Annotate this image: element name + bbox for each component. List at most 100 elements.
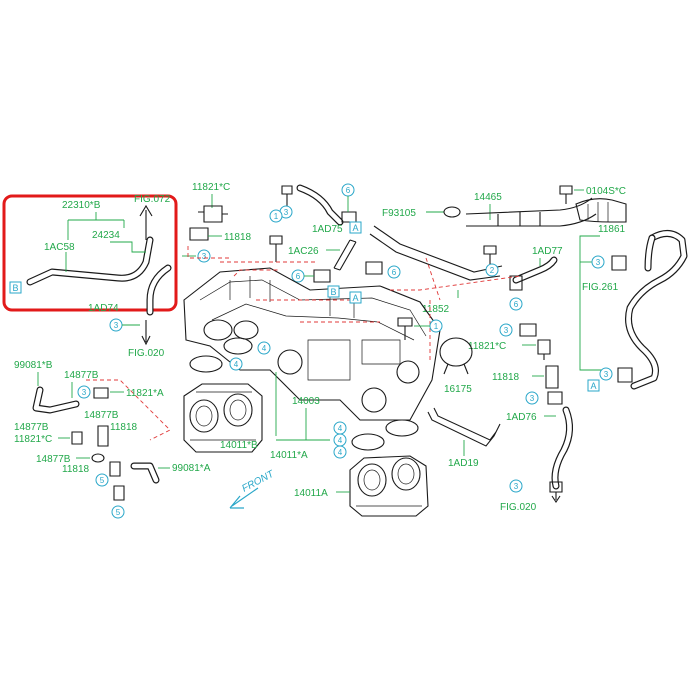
label-14011a-2: 14011A	[294, 488, 328, 499]
throttle-body-14011a[interactable]	[349, 455, 429, 517]
callout-4-b: 4	[229, 357, 243, 371]
svg-text:3: 3	[604, 370, 609, 379]
callout-1-top: 1	[429, 319, 443, 333]
callout-4-e: 4	[333, 445, 347, 459]
gasket-right-b[interactable]	[385, 419, 419, 437]
svg-text:A: A	[352, 293, 358, 303]
callout-6-right: 6	[509, 297, 523, 311]
callout-3-lowleft: 3	[77, 385, 91, 399]
hose-99081a[interactable]	[130, 462, 160, 484]
clamp-f93105[interactable]	[443, 206, 461, 218]
label-1ad76: 1AD76	[506, 412, 537, 423]
callout-3-1ad76: 3	[525, 391, 539, 405]
label-14011b: 14011*B	[220, 440, 258, 451]
label-14003: 14003	[292, 396, 320, 407]
callout-6-left: 6	[291, 269, 305, 283]
callout-4-a: 4	[257, 341, 271, 355]
svg-text:3: 3	[114, 321, 119, 330]
label-0104sc: 0104S*C	[586, 186, 626, 197]
label-11818-left: 11818	[110, 422, 138, 433]
ref-box-b-left: B	[9, 281, 22, 294]
label-1ad74: 1AD74	[88, 303, 119, 314]
hose-1ad77[interactable]	[512, 256, 558, 284]
hose-1ad76[interactable]	[551, 406, 573, 490]
gasket-left-a[interactable]	[189, 355, 223, 373]
svg-text:2: 2	[490, 266, 495, 275]
svg-text:6: 6	[296, 272, 301, 281]
fitting-11818-mid[interactable]	[545, 365, 559, 389]
svg-text:3: 3	[514, 482, 519, 491]
hose-99081b[interactable]	[32, 386, 80, 414]
label-24234: 24234	[92, 230, 120, 241]
callout-3-fig020a: 3	[109, 318, 123, 332]
callout-6-center: 6	[387, 265, 401, 279]
callout-5-b: 5	[111, 505, 125, 519]
hose-22310b[interactable]	[26, 204, 154, 286]
hose-11861[interactable]	[625, 230, 688, 390]
gasket-right-a[interactable]	[351, 433, 385, 451]
svg-text:B: B	[330, 287, 336, 297]
callout-4-d: 4	[333, 433, 347, 447]
label-11818-low: 11818	[62, 464, 90, 475]
label-14877b-1: 14877B	[64, 370, 99, 381]
hose-1ad75[interactable]	[296, 184, 344, 226]
bolt-callout-1-top[interactable]	[397, 317, 413, 340]
label-99081b: 99081*B	[14, 360, 53, 371]
callout-3-right-b: 3	[599, 367, 613, 381]
label-99081a: 99081*A	[172, 463, 211, 474]
hose-1ad19[interactable]	[427, 407, 501, 447]
hose-1ad74[interactable]	[146, 264, 172, 316]
ref-box-a-top: A	[349, 221, 362, 234]
svg-text:5: 5	[100, 476, 105, 485]
front-arrow: FRONT	[229, 468, 277, 509]
svg-text:6: 6	[392, 268, 397, 277]
fitting-11821c-left[interactable]	[71, 431, 83, 445]
svg-text:1: 1	[434, 322, 439, 331]
bolt-top-a[interactable]	[281, 185, 293, 206]
svg-text:6: 6	[346, 186, 351, 195]
callout-5-a: 5	[95, 473, 109, 487]
label-fig020a: FIG.020	[128, 348, 165, 359]
svg-text:3: 3	[284, 208, 289, 217]
label-fig020b: FIG.020	[500, 502, 537, 513]
duct-air-intake[interactable]	[575, 198, 627, 223]
callout-3-mid-right: 3	[499, 323, 513, 337]
svg-text:4: 4	[262, 344, 267, 353]
bolt-left-1ac26[interactable]	[269, 235, 283, 262]
label-11818-mid: 11818	[492, 372, 520, 383]
fitting-11821a[interactable]	[93, 387, 109, 399]
clamp-16175[interactable]	[439, 337, 473, 375]
fitting-11818-low[interactable]	[109, 461, 121, 477]
label-1ad77: 1AD77	[532, 246, 563, 257]
svg-text:5: 5	[116, 508, 121, 517]
label-1ac26: 1AC26	[288, 246, 319, 257]
label-11861: 11861	[598, 224, 626, 235]
svg-text:6: 6	[514, 300, 519, 309]
label-14877b-3: 14877B	[14, 422, 49, 433]
svg-text:4: 4	[338, 436, 343, 445]
label-11821c-mid: 11821*C	[468, 341, 506, 352]
gasket-left-b[interactable]	[223, 337, 253, 355]
svg-text:3: 3	[82, 388, 87, 397]
throttle-body-14011b[interactable]	[183, 383, 263, 453]
pipe-1ac26[interactable]	[333, 239, 357, 271]
fitting-11818-top[interactable]	[189, 227, 209, 241]
svg-text:A: A	[590, 381, 596, 391]
highlight-box	[2, 194, 178, 312]
label-f93105: F93105	[382, 208, 416, 219]
fitting-11821c-mid[interactable]	[537, 339, 551, 360]
fitting-11821c-top[interactable]	[198, 205, 228, 223]
clamp-14877b-4[interactable]	[91, 453, 105, 463]
label-fig072: FIG.072	[134, 194, 171, 205]
label-11821c-left: 11821*C	[14, 434, 52, 445]
fitting-11818-left[interactable]	[97, 425, 109, 447]
callout-6-top: 6	[341, 183, 355, 197]
svg-text:A: A	[352, 223, 358, 233]
bolt-callout-2[interactable]	[483, 245, 497, 264]
label-11821a: 11821*A	[126, 388, 164, 399]
label-14011a-1: 14011*A	[270, 450, 308, 461]
bolt-0104sc[interactable]	[559, 185, 573, 204]
callout-3-fig020b: 3	[509, 479, 523, 493]
label-1ac58: 1AC58	[44, 242, 75, 253]
svg-text:B: B	[12, 283, 18, 293]
